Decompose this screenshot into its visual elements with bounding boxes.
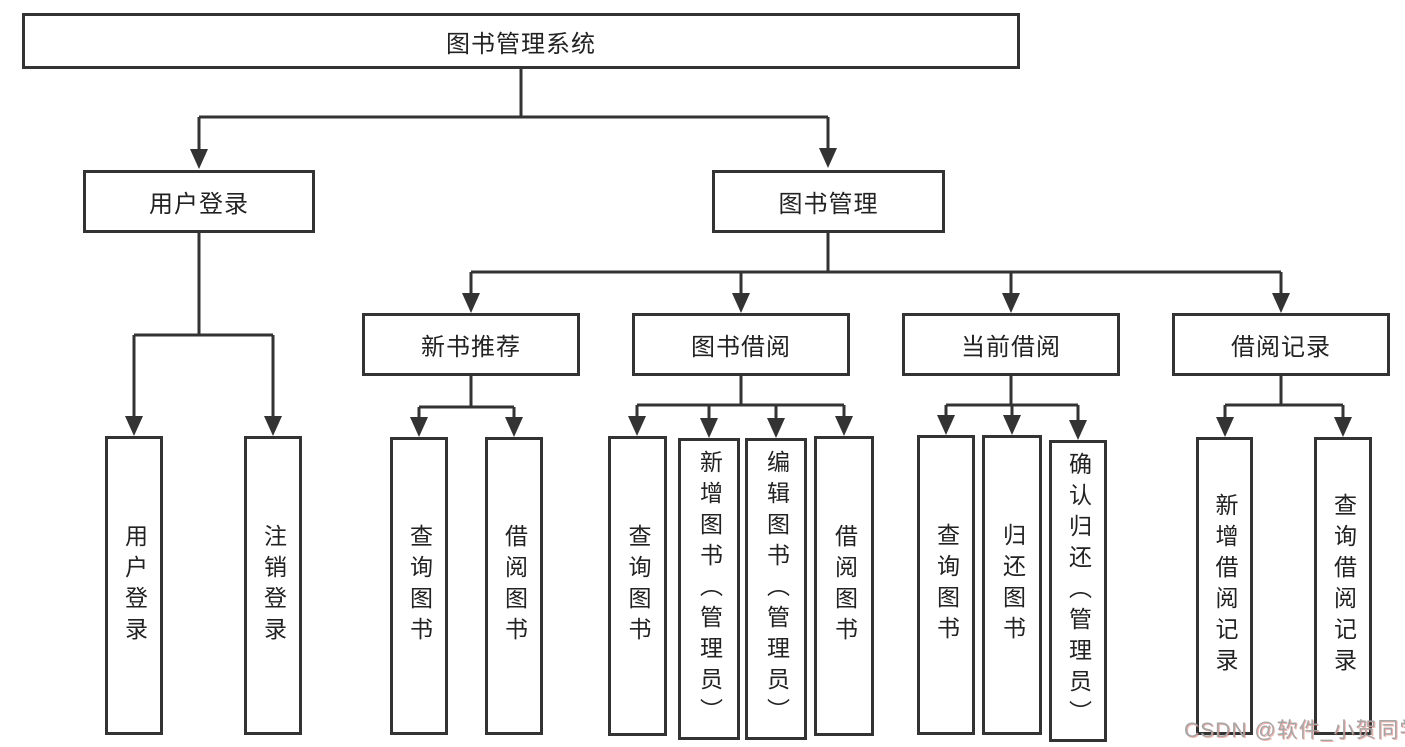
node-user-login-action-label: 用户登录: [121, 523, 148, 648]
node-cb-query-books: 查询图书: [917, 435, 975, 735]
node-bb-borrow-books-label: 借阅图书: [831, 524, 858, 648]
node-nbr-borrow-books-label: 借阅图书: [501, 524, 528, 648]
node-bb-add-books-admin: 新增图书（管理员）: [678, 438, 740, 740]
node-bb-add-books-admin-label: 新增图书（管理员）: [696, 449, 723, 729]
node-bb-edit-books-admin: 编辑图书（管理员）: [745, 438, 807, 740]
node-bb-edit-books-admin-label: 编辑图书（管理员）: [763, 449, 790, 729]
node-cb-return-books: 归还图书: [982, 435, 1042, 735]
node-book-borrowing-label: 图书借阅: [691, 334, 791, 361]
node-br-query-record: 查询借阅记录: [1314, 437, 1372, 735]
node-nbr-borrow-books: 借阅图书: [485, 437, 543, 735]
node-nbr-query-books: 查询图书: [390, 437, 448, 735]
node-new-book-recommendation-label: 新书推荐: [421, 334, 521, 361]
node-new-book-recommendation: 新书推荐: [362, 313, 580, 376]
node-borrowing-records: 借阅记录: [1172, 313, 1390, 376]
node-book-management-label: 图书管理: [778, 191, 879, 218]
node-logout-action: 注销登录: [244, 436, 302, 735]
node-user-login-action: 用户登录: [105, 436, 163, 735]
node-book-borrowing: 图书借阅: [632, 313, 850, 376]
node-nbr-query-books-label: 查询图书: [406, 524, 433, 648]
node-cb-return-books-label: 归还图书: [999, 523, 1026, 647]
node-br-add-record-label: 新增借阅记录: [1212, 493, 1238, 679]
node-cb-query-books-label: 查询图书: [933, 523, 960, 647]
node-br-query-record-label: 查询借阅记录: [1330, 493, 1357, 679]
node-bb-query-books-label: 查询图书: [625, 524, 651, 648]
node-user-login: 用户登录: [83, 170, 315, 233]
node-current-borrowing-label: 当前借阅: [961, 334, 1061, 361]
node-bb-borrow-books: 借阅图书: [814, 436, 874, 736]
node-library-system-label: 图书管理系统: [446, 30, 596, 58]
node-book-management: 图书管理: [712, 170, 945, 233]
node-cb-confirm-return-admin-label: 确认归还（管理员）: [1065, 451, 1092, 731]
node-borrowing-records-label: 借阅记录: [1231, 334, 1331, 361]
node-br-add-record: 新增借阅记录: [1196, 437, 1253, 735]
node-cb-confirm-return-admin: 确认归还（管理员）: [1049, 440, 1107, 742]
node-current-borrowing: 当前借阅: [902, 313, 1120, 376]
node-bb-query-books: 查询图书: [608, 436, 667, 736]
node-logout-action-label: 注销登录: [260, 523, 287, 648]
node-library-system: 图书管理系统: [22, 13, 1020, 69]
node-user-login-label: 用户登录: [149, 191, 249, 218]
csdn-watermark: CSDN @软件_小贺同学: [1184, 719, 1405, 742]
